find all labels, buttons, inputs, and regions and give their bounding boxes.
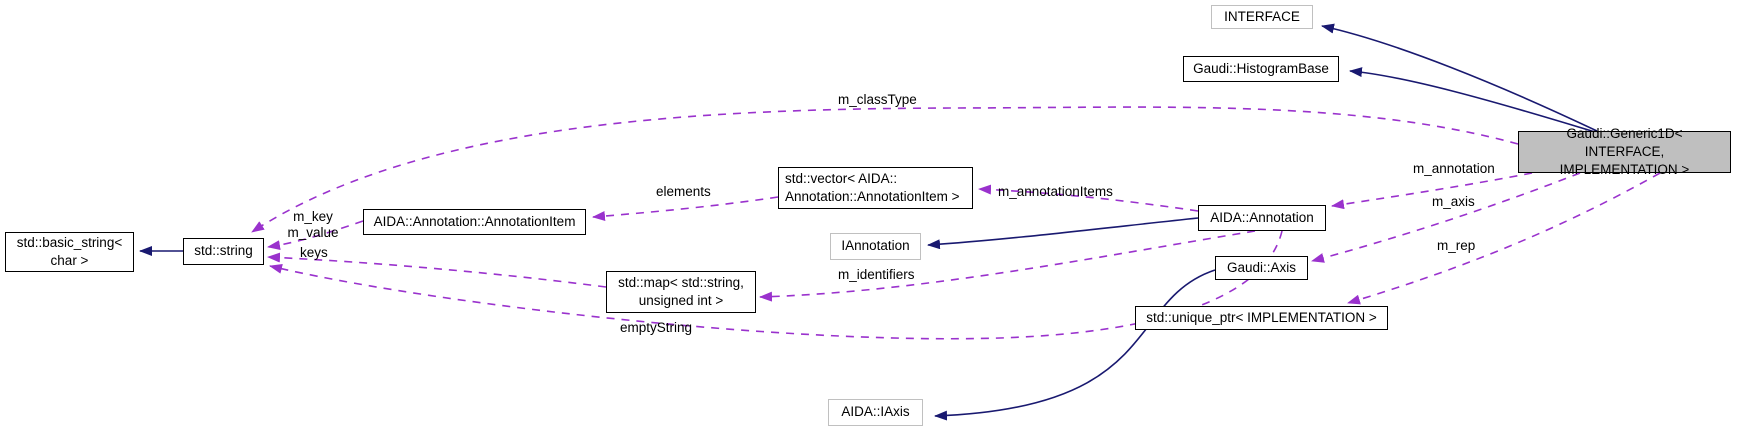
node-aida-iaxis[interactable]: AIDA::IAxis xyxy=(828,399,923,426)
node-std-string[interactable]: std::string xyxy=(183,238,264,265)
edge-usage-m-key-m-value xyxy=(267,220,364,251)
node-std-map[interactable]: std::map< std::string, unsigned int > xyxy=(606,271,756,313)
node-std-vector-annotationitem[interactable]: std::vector< AIDA:: Annotation::Annotati… xyxy=(778,167,973,209)
edge-usage-elements xyxy=(592,196,779,222)
edge-usage-m-annotationitems xyxy=(978,184,1199,212)
node-iannotation[interactable]: IAnnotation xyxy=(830,233,921,260)
edge-usage-m-classtype xyxy=(251,106,1519,233)
edge-inheritance-generic1d-to-interface xyxy=(1321,23,1598,132)
edge-usage-m-annotation xyxy=(1331,172,1533,210)
node-std-basic-string[interactable]: std::basic_string< char > xyxy=(5,232,134,272)
edge-inheritance-generic1d-to-histogrambase xyxy=(1349,67,1596,133)
edge-inheritance-annotation-to-iannotation xyxy=(927,217,1199,250)
node-aida-annotation[interactable]: AIDA::Annotation xyxy=(1198,205,1326,231)
edge-usage-emptystring xyxy=(269,230,1283,340)
node-gaudi-histogrambase[interactable]: Gaudi::HistogramBase xyxy=(1183,56,1339,82)
node-gaudi-axis[interactable]: Gaudi::Axis xyxy=(1215,256,1308,280)
edge-usage-m-axis xyxy=(1311,172,1581,263)
node-std-unique-ptr[interactable]: std::unique_ptr< IMPLEMENTATION > xyxy=(1135,306,1388,330)
edge-usage-keys xyxy=(267,252,607,288)
edge-usage-m-rep xyxy=(1347,172,1661,305)
node-aida-annotation-annotationitem[interactable]: AIDA::Annotation::AnnotationItem xyxy=(363,209,586,235)
edge-inheritance-axis-to-iaxis xyxy=(934,269,1216,421)
node-gaudi-generic1d[interactable]: Gaudi::Generic1D< INTERFACE, IMPLEMENTAT… xyxy=(1518,126,1731,177)
node-interface-param[interactable]: INTERFACE xyxy=(1211,5,1313,29)
